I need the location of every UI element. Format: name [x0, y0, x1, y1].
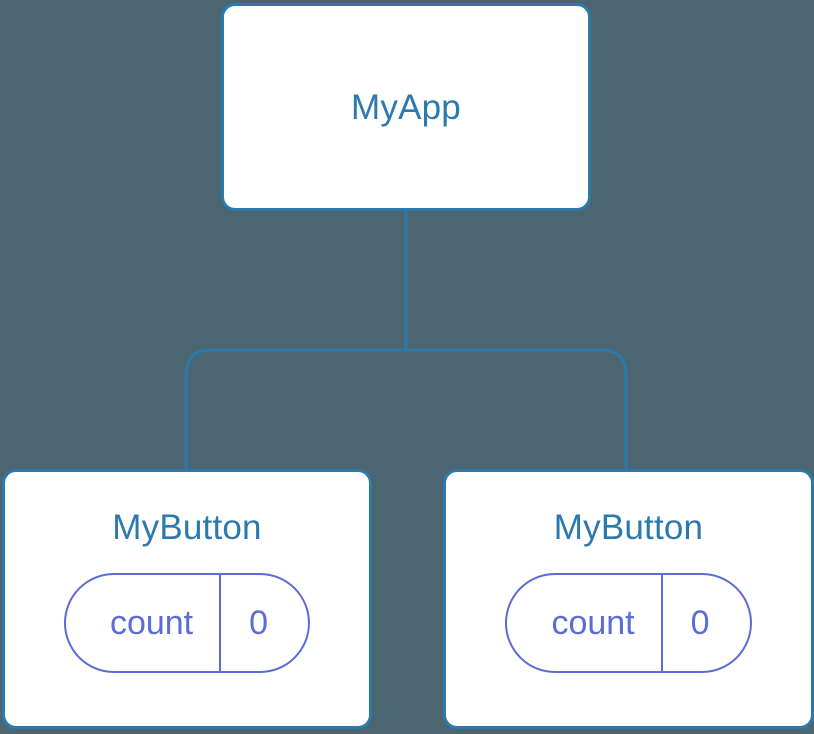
state-key-label: count — [551, 604, 635, 642]
node-title: MyButton — [553, 508, 704, 547]
state-key-label: count — [109, 604, 194, 642]
state-divider — [660, 575, 663, 671]
node-title: MyButton — [112, 508, 262, 547]
state-value: 0 — [249, 604, 269, 642]
node-myapp[interactable]: MyApp — [221, 3, 591, 211]
node-mybutton-left[interactable]: MyButton count 0 — [2, 469, 372, 729]
state-divider — [219, 575, 222, 671]
state-pill[interactable]: count 0 — [63, 573, 311, 673]
edge-branch-bar — [184, 348, 628, 469]
state-pill[interactable]: count 0 — [505, 573, 752, 673]
node-title: MyApp — [351, 87, 461, 127]
node-mybutton-right[interactable]: MyButton count 0 — [443, 469, 814, 729]
state-value: 0 — [690, 604, 710, 642]
